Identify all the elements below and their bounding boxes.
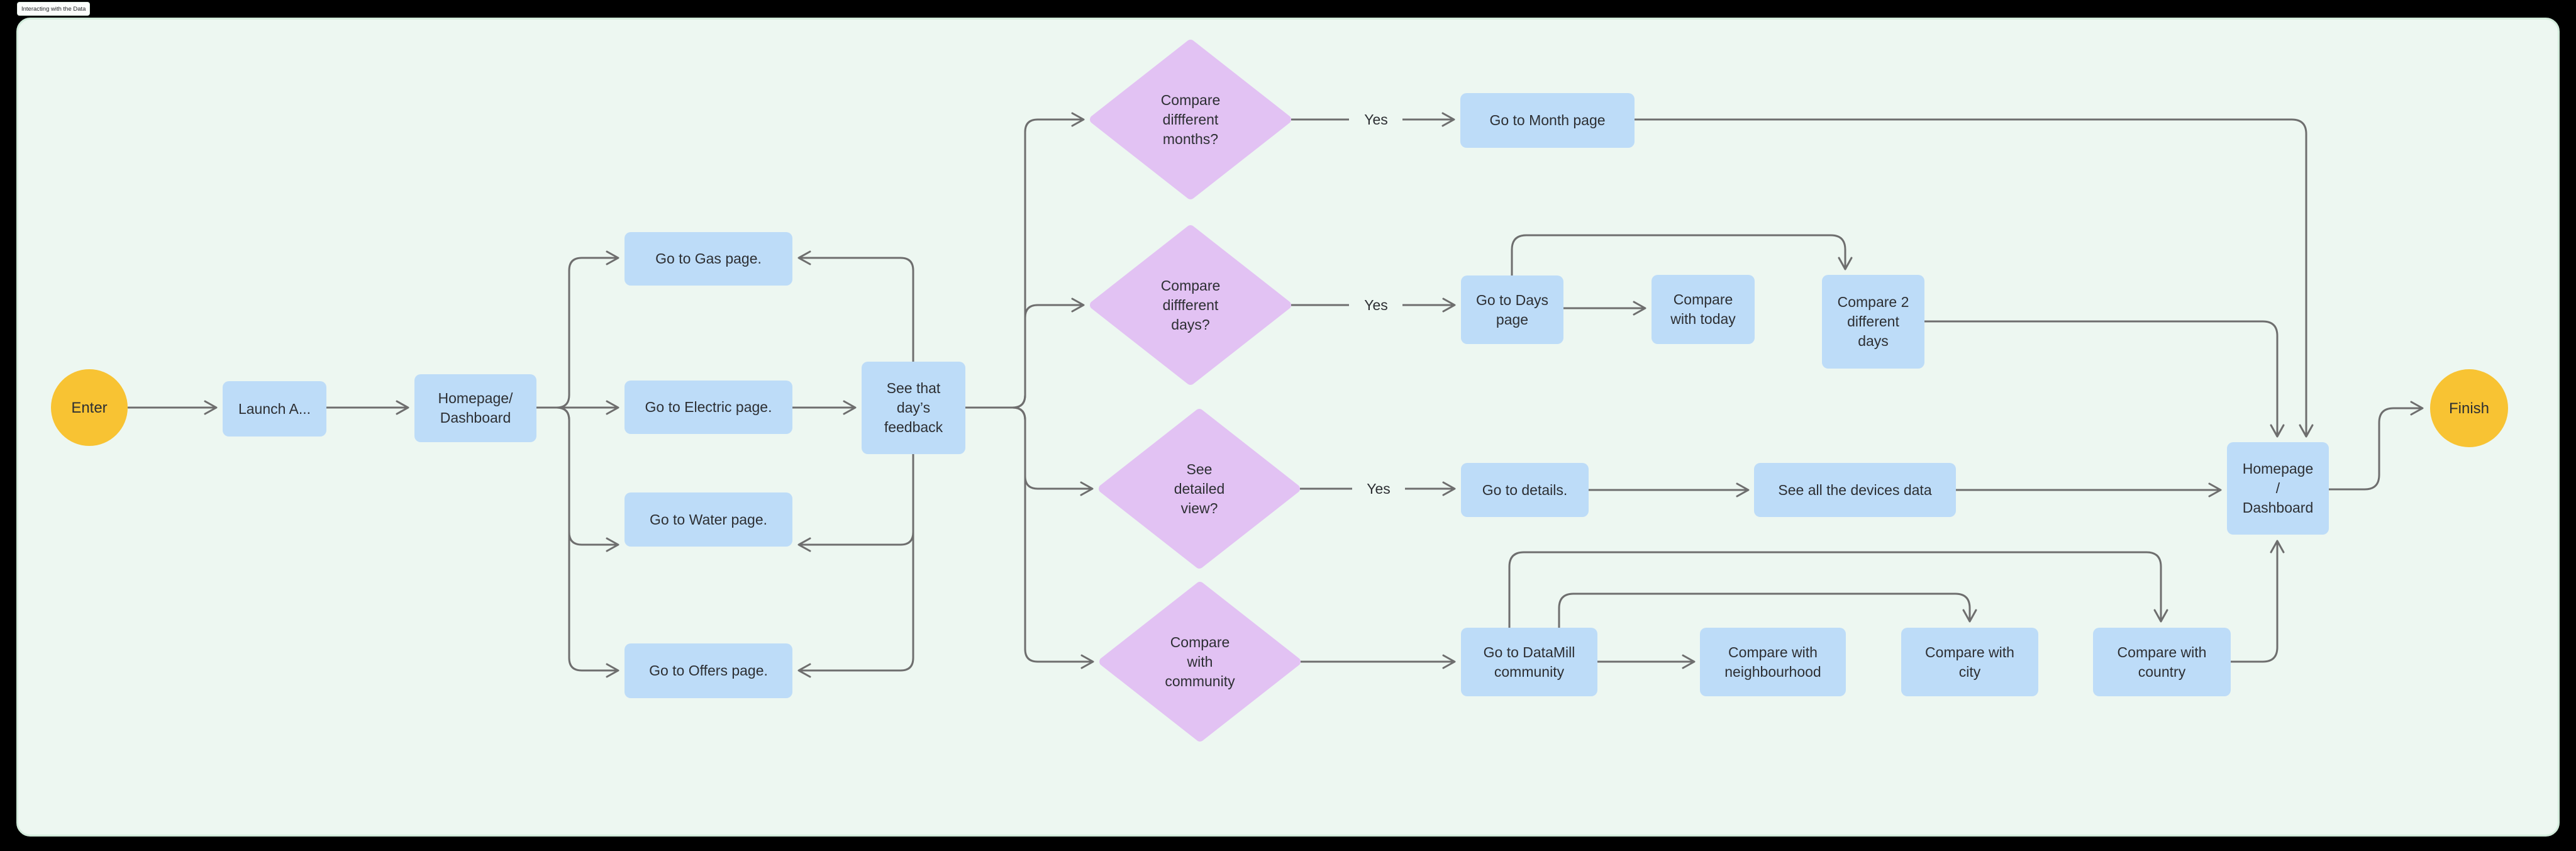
- section-tab[interactable]: Interacting with the Data: [17, 2, 91, 16]
- node-label: Compare with today: [1670, 291, 1736, 327]
- node-go-to-month-page[interactable]: Go to Month page: [1460, 93, 1635, 148]
- node-go-to-electric-page[interactable]: Go to Electric page.: [625, 381, 792, 434]
- decision-label: Compare diffferent days?: [1160, 277, 1221, 333]
- node-see-all-devices-data[interactable]: See all the devices data: [1754, 463, 1956, 517]
- decision-label: See detailed view?: [1174, 460, 1225, 516]
- edge-monthpage-final[interactable]: [1635, 118, 2314, 438]
- decision-compare-community[interactable]: Compare with community: [1124, 627, 1275, 696]
- node-homepage-dashboard[interactable]: Homepage/ Dashboard: [414, 374, 536, 442]
- node-launch-app[interactable]: Launch A...: [223, 381, 326, 437]
- edge-homepage-gas[interactable]: [536, 250, 619, 409]
- decision-label: Compare with community: [1165, 633, 1235, 689]
- node-go-to-days-page[interactable]: Go to Days page: [1461, 275, 1563, 344]
- yes-label-days: Yes: [1364, 296, 1388, 313]
- node-see-days-feedback[interactable]: See that day’s feedback: [862, 362, 965, 454]
- decision-see-detailed-view[interactable]: See detailed view?: [1124, 454, 1275, 523]
- edge-homepage-water[interactable]: [536, 406, 619, 552]
- node-label: Go to Water page.: [649, 511, 768, 528]
- node-homepage-dashboard-final[interactable]: Homepage / Dashboard: [2227, 442, 2329, 535]
- node-label: Go to details.: [1482, 481, 1568, 498]
- node-label: Go to Electric page.: [645, 399, 772, 415]
- edge-homepage-offers[interactable]: [536, 406, 619, 678]
- node-label: Enter: [71, 399, 108, 416]
- yes-label-months: Yes: [1364, 111, 1388, 128]
- decision-detail-shape: [1099, 409, 1300, 569]
- node-compare-with-neighbourhood[interactable]: Compare with neighbourhood: [1700, 628, 1846, 696]
- node-label: Go to Gas page.: [655, 250, 762, 267]
- finish-node[interactable]: Finish: [2430, 369, 2508, 447]
- node-compare-with-city[interactable]: Compare with city: [1901, 628, 2038, 696]
- start-node[interactable]: Enter: [51, 369, 128, 446]
- decision-months-shape: [1090, 40, 1291, 199]
- decision-compare-days[interactable]: Compare diffferent days?: [1115, 270, 1266, 340]
- edge-country-final[interactable]: [2231, 540, 2285, 663]
- decision-label: Compare diffferent months?: [1160, 91, 1221, 147]
- node-label: Go to DataMill community: [1483, 643, 1575, 680]
- node-label: Compare with country: [2117, 643, 2207, 680]
- edge-twodays-final[interactable]: [1924, 320, 2285, 438]
- node-label: Compare 2 different days: [1837, 294, 1909, 349]
- node-label: Compare with neighbourhood: [1724, 643, 1821, 680]
- node-label: Go to Offers page.: [649, 662, 768, 679]
- yes-label-detail: Yes: [1367, 480, 1391, 497]
- edge-datamill-country[interactable]: [1508, 551, 2168, 628]
- node-label: Homepage / Dashboard: [2242, 460, 2314, 516]
- edge-feedback-days[interactable]: [965, 298, 1085, 409]
- node-compare-2-different-days[interactable]: Compare 2 different days: [1822, 275, 1924, 369]
- node-label: Homepage/ Dashboard: [438, 390, 513, 426]
- node-compare-with-today[interactable]: Compare with today: [1652, 275, 1755, 344]
- node-label: Go to Month page: [1489, 112, 1606, 128]
- decision-compare-months[interactable]: Compare diffferent months?: [1115, 85, 1266, 154]
- node-label: See that day’s feedback: [884, 380, 943, 435]
- edge-feedback-gas[interactable]: [797, 250, 914, 362]
- node-label: Compare with city: [1925, 643, 2014, 680]
- node-go-to-water-page[interactable]: Go to Water page.: [625, 492, 792, 547]
- node-label: See all the devices data: [1778, 481, 1932, 498]
- edge-datamill-city[interactable]: [1558, 592, 1977, 628]
- decision-days-shape: [1090, 225, 1291, 385]
- edge-feedback-detail[interactable]: [965, 406, 1094, 496]
- node-label: Finish: [2448, 399, 2490, 417]
- edge-dayspage-twodays[interactable]: [1511, 234, 1853, 275]
- edge-feedback-offers[interactable]: [797, 454, 914, 678]
- edge-final-finish[interactable]: [2329, 401, 2424, 491]
- node-label: Go to Days page: [1475, 291, 1549, 328]
- edge-feedback-community[interactable]: [965, 406, 1094, 669]
- node-go-to-offers-page[interactable]: Go to Offers page.: [625, 643, 792, 698]
- node-go-to-details[interactable]: Go to details.: [1461, 463, 1589, 517]
- node-go-to-gas-page[interactable]: Go to Gas page.: [625, 232, 792, 286]
- node-go-to-datamill-community[interactable]: Go to DataMill community: [1461, 628, 1597, 696]
- node-label: Launch A...: [238, 400, 311, 417]
- decision-community-shape: [1099, 582, 1301, 742]
- edge-feedback-water[interactable]: [797, 454, 914, 552]
- node-compare-with-country[interactable]: Compare with country: [2093, 628, 2231, 696]
